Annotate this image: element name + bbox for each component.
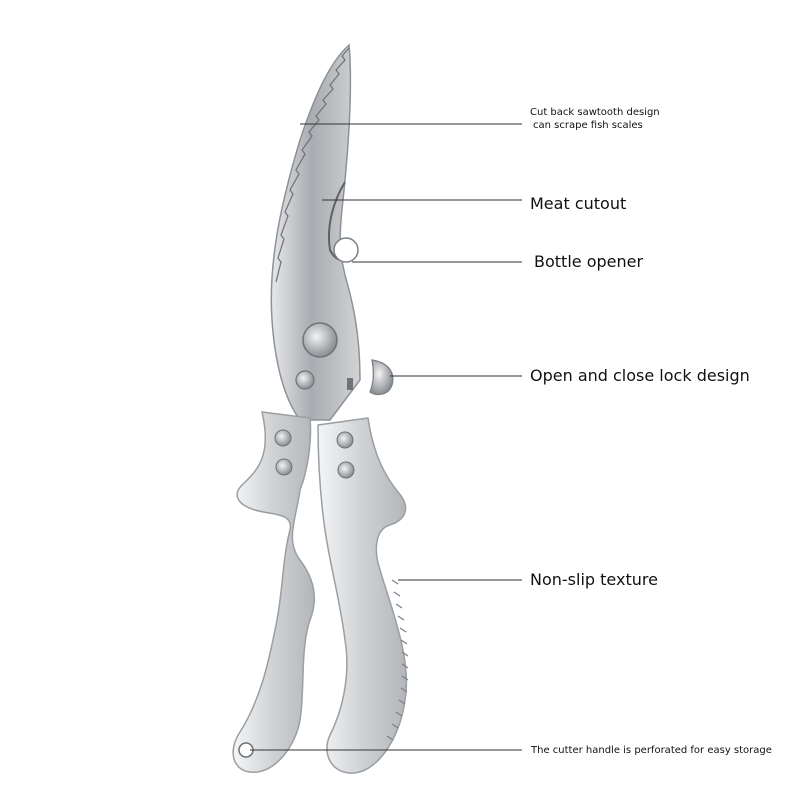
label-sawtooth-line1: Cut back sawtooth design (530, 107, 660, 118)
label-sawtooth-line2: can scrape fish scales (533, 120, 643, 131)
blade (270, 43, 361, 421)
right-rivet-bottom (337, 461, 355, 479)
label-storage: The cutter handle is perforated for easy… (531, 745, 772, 756)
left-rivet-top (274, 429, 292, 447)
lock-knob (369, 359, 394, 396)
right-rivet-top (336, 431, 354, 449)
label-bottle-opener: Bottle opener (534, 252, 644, 271)
bottle-opener-hole (333, 237, 359, 263)
label-non-slip: Non-slip texture (530, 570, 658, 589)
label-lock-design: Open and close lock design (530, 366, 750, 385)
left-handle (232, 411, 316, 773)
label-sawtooth: Cut back sawtooth design can scrape fish… (530, 106, 660, 132)
right-handle (317, 417, 408, 774)
sawtooth-edge (275, 47, 350, 283)
non-slip-texture (386, 579, 409, 741)
lock-slot (347, 378, 353, 390)
pivot-screw (302, 322, 338, 358)
rivet (295, 370, 315, 390)
left-rivet-bottom (275, 458, 293, 476)
label-meat-cutout: Meat cutout (530, 194, 627, 213)
